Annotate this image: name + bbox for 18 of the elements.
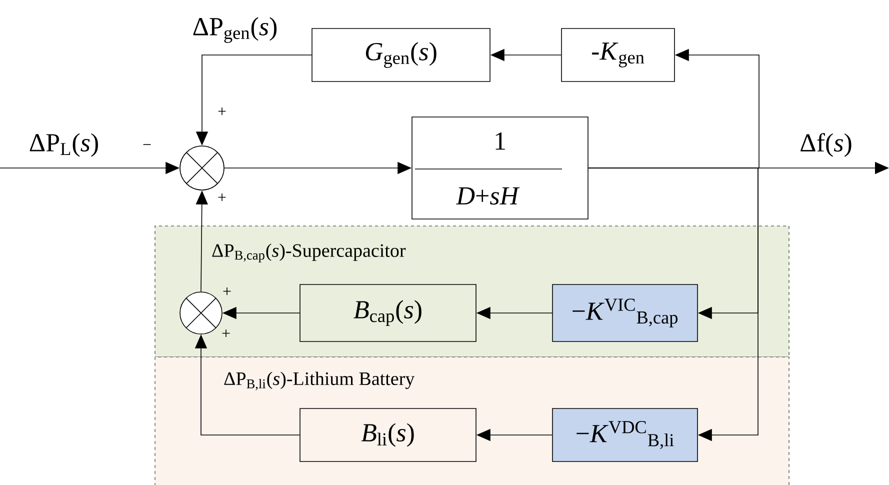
block: G$_{gen}$(s) — [312, 28, 490, 82]
signal-label: ΔP$_{gen}$(s) — [191, 16, 279, 44]
block: −K$^{VIC}$B,cap — [552, 284, 698, 342]
signal-label: Δf(s) — [798, 132, 854, 158]
block: -K$_{gen}$ — [561, 28, 675, 82]
sign-label: + — [222, 330, 230, 337]
sign-label: − — [143, 144, 151, 145]
transfer-function-block: 1 D+sH — [412, 116, 588, 220]
block: −K$^{VDC}$B,li — [552, 408, 698, 462]
sign-label: + — [218, 108, 226, 115]
block: B$_{cap}$(s) — [300, 284, 476, 342]
sign-label: + — [218, 194, 226, 201]
signal-label: ΔP$_{L}$(s) — [28, 132, 100, 158]
block: B$_{li}$(s) — [300, 408, 476, 462]
summing-junction — [180, 292, 222, 334]
arrow — [588, 168, 758, 442]
sign-label: + — [223, 288, 231, 295]
summing-junction — [180, 146, 224, 190]
